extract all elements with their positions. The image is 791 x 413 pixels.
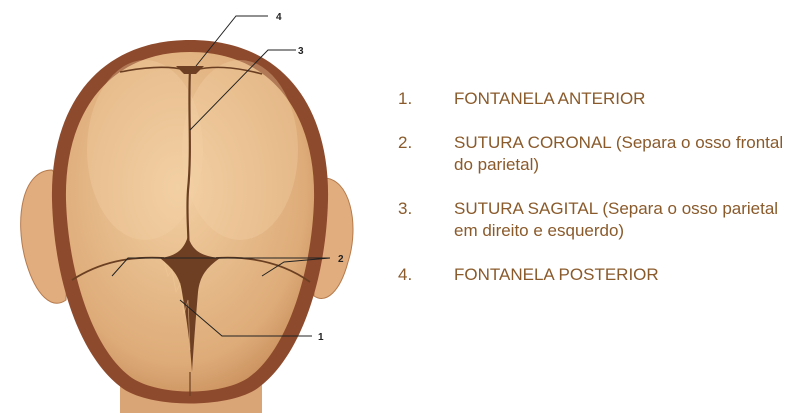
skull-illustration: 4 3 2 1 xyxy=(0,0,380,413)
legend-item-1: 1. FONTANELA ANTERIOR xyxy=(398,88,788,110)
legend: 1. FONTANELA ANTERIOR 2. SUTURA CORONAL … xyxy=(398,88,788,308)
skull-diagram: 4 3 2 1 xyxy=(0,0,380,413)
legend-number: 3. xyxy=(398,198,454,242)
callout-4: 4 xyxy=(276,12,282,23)
callout-1: 1 xyxy=(318,332,324,343)
legend-number: 4. xyxy=(398,264,454,286)
legend-title: SUTURA SAGITAL xyxy=(454,199,598,218)
legend-item-4: 4. FONTANELA POSTERIOR xyxy=(398,264,788,286)
legend-item-2: 2. SUTURA CORONAL (Separa o osso frontal… xyxy=(398,132,788,176)
callout-3: 3 xyxy=(298,46,304,57)
legend-number: 1. xyxy=(398,88,454,110)
callout-2: 2 xyxy=(338,254,344,265)
legend-title: FONTANELA POSTERIOR xyxy=(454,265,659,284)
legend-title: FONTANELA ANTERIOR xyxy=(454,89,645,108)
legend-title: SUTURA CORONAL xyxy=(454,133,611,152)
legend-item-3: 3. SUTURA SAGITAL (Separa o osso parieta… xyxy=(398,198,788,242)
legend-number: 2. xyxy=(398,132,454,176)
